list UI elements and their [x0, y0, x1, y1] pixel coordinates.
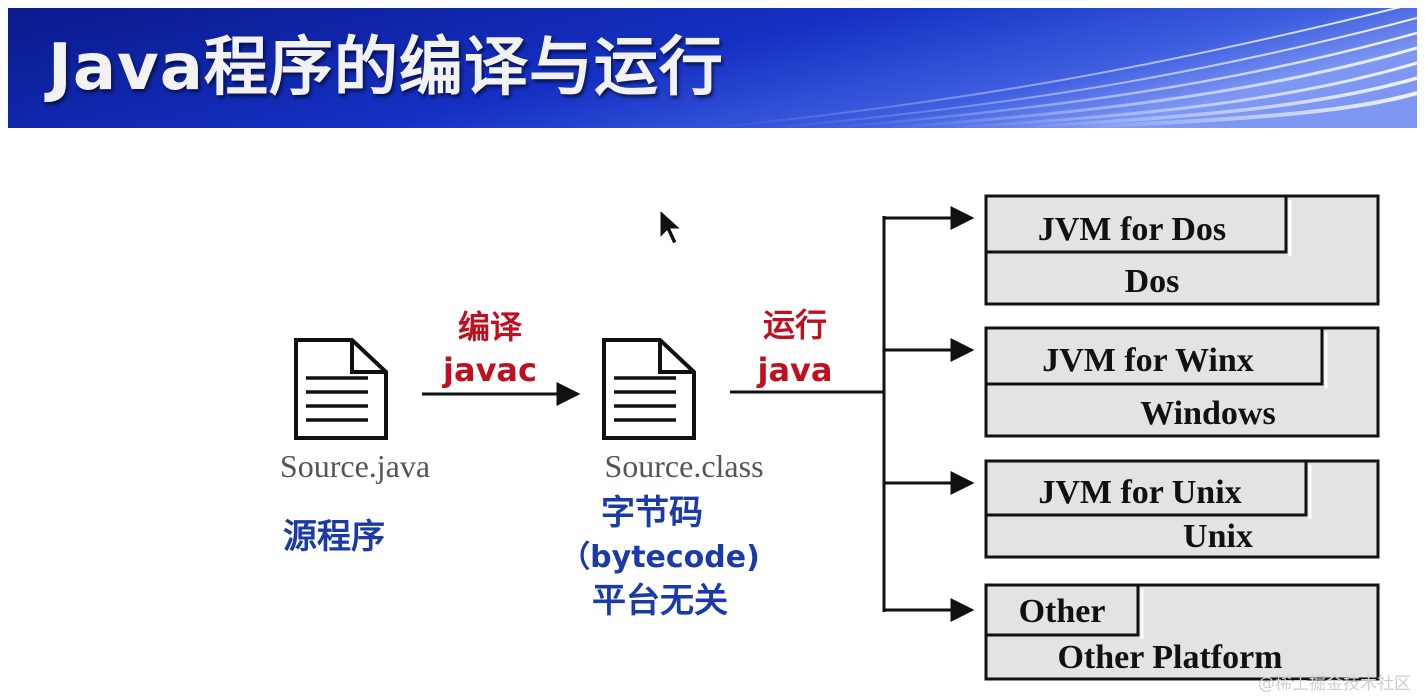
jvm-box-unix — [984, 459, 1308, 517]
page-title: Java程序的编译与运行 — [48, 31, 724, 105]
banner-swoosh — [707, 8, 1417, 128]
jvm-box-dos — [984, 194, 1288, 254]
run-command: java — [755, 351, 832, 389]
source-caption: 源程序 — [283, 517, 385, 557]
source-document-icon — [294, 338, 388, 440]
compile-label: 编译 — [458, 308, 523, 346]
os-label-unix: Unix — [1183, 518, 1253, 555]
os-label-dos: Dos — [1125, 263, 1180, 300]
source-filename: Source.java — [280, 448, 430, 484]
watermark: @稀土掘金技术社区 — [1258, 674, 1411, 694]
banner-background — [8, 8, 1417, 128]
jvm-label-dos: JVM for Dos — [1038, 211, 1226, 248]
jvm-box-windows — [984, 326, 1324, 386]
run-label: 运行 — [763, 306, 827, 344]
platform-box-dos: JVM for Dos Dos — [984, 194, 1380, 306]
os-label-windows: Windows — [1140, 395, 1275, 432]
jvm-box-other — [984, 583, 1140, 637]
class-caption-bytecode-cn: 字节码 — [601, 493, 703, 533]
platform-box-other: Other Other Platform — [984, 583, 1380, 681]
class-filename: Source.class — [604, 448, 763, 484]
mouse-cursor-icon — [659, 208, 683, 245]
jvm-label-unix: JVM for Unix — [1038, 474, 1241, 511]
os-label-other: Other Platform — [1057, 639, 1282, 676]
compile-command: javac — [441, 351, 537, 389]
jvm-label-windows: JVM for Winx — [1042, 342, 1254, 379]
platform-box-windows: JVM for Winx Windows — [984, 326, 1380, 438]
class-caption-platform-independent: 平台无关 — [592, 581, 728, 621]
title-banner: Java程序的编译与运行 — [8, 8, 1417, 128]
class-caption-bytecode-en: （bytecode) — [560, 540, 760, 575]
jvm-label-other: Other — [1019, 593, 1106, 630]
platform-box-unix: JVM for Unix Unix — [984, 459, 1380, 559]
class-document-icon — [602, 338, 696, 440]
